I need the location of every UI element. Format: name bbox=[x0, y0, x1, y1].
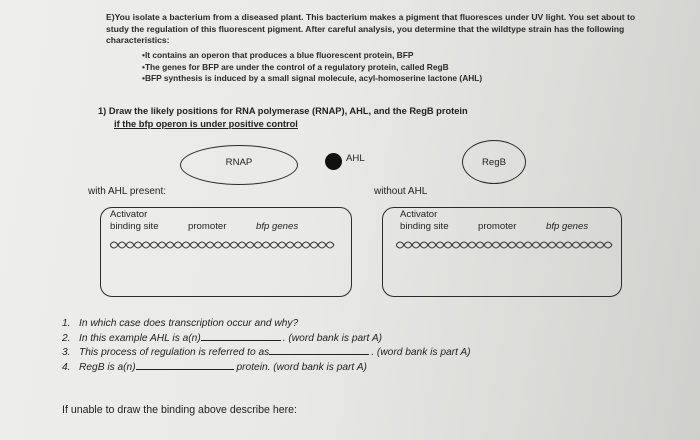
answer-blank[interactable] bbox=[200, 331, 281, 341]
answer-blank[interactable] bbox=[135, 360, 234, 370]
right-promoter-label: promoter bbox=[478, 221, 517, 232]
right-dna-strand bbox=[396, 241, 613, 249]
left-genes-label: bfp genes bbox=[256, 221, 299, 232]
regb-oval: RegB bbox=[462, 140, 526, 184]
intro-paragraph: E)You isolate a bacterium from a disease… bbox=[106, 12, 636, 46]
question-row: 2. In this example AHL is a(n). (word ba… bbox=[62, 331, 383, 344]
answer-blank[interactable] bbox=[269, 345, 370, 356]
footer-instruction: If unable to draw the binding above desc… bbox=[62, 404, 297, 416]
questions-list: 1. In which case does transcription occu… bbox=[62, 318, 471, 374]
question-row: 1. In which case does transcription occu… bbox=[62, 318, 299, 329]
ahl-label: AHL bbox=[346, 153, 365, 164]
question-1-title: 1) Draw the likely positions for RNA pol… bbox=[98, 106, 468, 116]
left-panel-title: with AHL present: bbox=[88, 186, 167, 197]
left-drawing-box[interactable] bbox=[100, 207, 352, 297]
bullet-item: It contains an operon that produces a bl… bbox=[142, 50, 482, 62]
right-activator-site: Activator binding site bbox=[400, 209, 449, 232]
rnap-oval: RNAP bbox=[180, 145, 298, 185]
bullet-item: BFP synthesis is induced by a small sign… bbox=[142, 73, 482, 85]
ahl-dot-icon bbox=[325, 153, 342, 170]
rnap-label: RNAP bbox=[225, 156, 253, 168]
bullet-item: The genes for BFP are under the control … bbox=[142, 62, 482, 74]
intro-bullets: It contains an operon that produces a bl… bbox=[142, 50, 482, 85]
right-drawing-box[interactable] bbox=[382, 207, 622, 297]
right-genes-label: bfp genes bbox=[546, 221, 589, 232]
right-panel-title: without AHL bbox=[374, 186, 428, 197]
question-row: 4. RegB is a(n) protein. (word bank is p… bbox=[62, 360, 367, 373]
question-row: 3. This process of regulation is referre… bbox=[62, 345, 471, 359]
left-activator-site: Activator binding site bbox=[110, 209, 159, 232]
left-promoter-label: promoter bbox=[188, 221, 227, 232]
regb-label: RegB bbox=[482, 156, 506, 168]
question-1-subtitle: if the bfp operon is under positive cont… bbox=[114, 119, 298, 129]
left-dna-strand bbox=[110, 241, 335, 249]
